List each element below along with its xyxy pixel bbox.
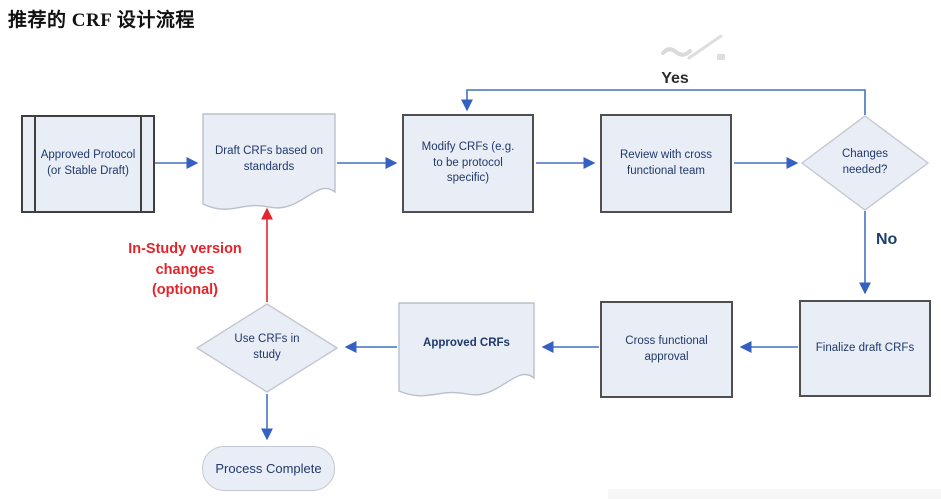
- node-approved-crfs: Approved CRFs: [398, 302, 535, 403]
- node-label: Cross functional approval: [625, 334, 708, 363]
- bottom-tint: [608, 489, 941, 499]
- check-slash-watermark-icon: [655, 28, 745, 73]
- node-review-team: Review with cross functional team: [600, 114, 732, 213]
- annotation-line: (optional): [151, 282, 219, 299]
- node-finalize-draft: Finalize draft CRFs: [799, 300, 931, 397]
- in-study-annotation: In-Study version changes (optional): [100, 239, 270, 301]
- node-label: Draft CRFs based on standards: [214, 145, 323, 173]
- annotation-line: changes: [155, 261, 215, 278]
- node-use-crfs: Use CRFs in study: [196, 303, 338, 393]
- node-label: Use CRFs in study: [234, 333, 300, 361]
- node-label: Approved Protocol (or Stable Draft): [40, 149, 136, 177]
- node-label: Finalize draft CRFs: [815, 341, 915, 354]
- node-cross-functional-approval: Cross functional approval: [600, 301, 733, 398]
- node-draft-crfs: Draft CRFs based on standards: [202, 113, 336, 217]
- node-modify-crfs: Modify CRFs (e.g. to be protocol specifi…: [402, 114, 534, 213]
- annotation-line: In-Study version: [128, 241, 242, 257]
- node-approved-protocol: Approved Protocol (or Stable Draft): [21, 115, 155, 213]
- edge-label-yes: Yes: [661, 70, 689, 87]
- predefined-inner-line: [34, 117, 36, 211]
- node-label: Modify CRFs (e.g. to be protocol specifi…: [421, 140, 515, 185]
- node-changes-needed: Changes needed?: [801, 115, 929, 211]
- predefined-inner-line: [140, 117, 142, 211]
- node-label: Changes needed?: [841, 148, 889, 176]
- node-label: Approved CRFs: [423, 337, 510, 350]
- node-label: Review with cross functional team: [619, 148, 713, 177]
- node-process-complete: Process Complete: [202, 446, 335, 491]
- page-title: 推荐的 CRF 设计流程: [8, 10, 195, 31]
- edge-label-no: No: [876, 231, 898, 248]
- node-label: Process Complete: [215, 460, 322, 476]
